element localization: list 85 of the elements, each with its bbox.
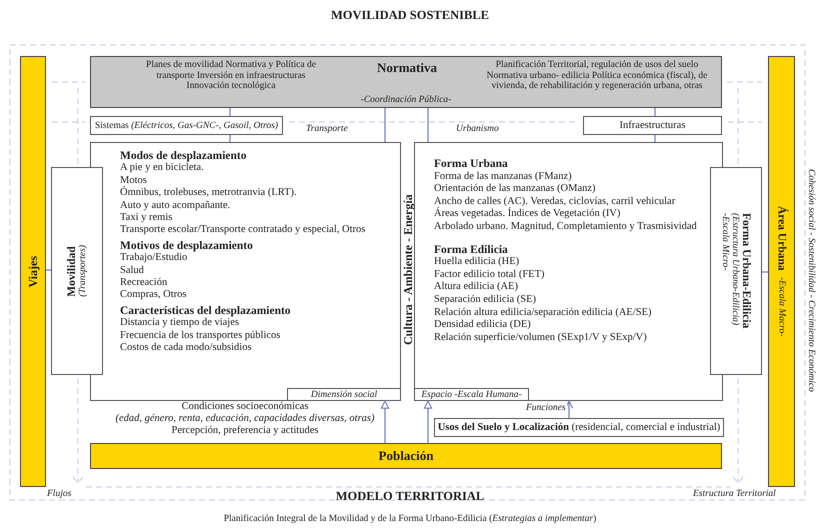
arrow: [564, 400, 574, 418]
text: -Escala Macro-: [776, 277, 786, 337]
bar: [768, 56, 795, 487]
heading: Movilidad: [66, 245, 78, 297]
heading: Viajes: [26, 256, 40, 288]
text: Relación altura edilicia/separación edilicia (AE/SE): [434, 306, 652, 320]
text-label: MODELO TERRITORIAL: [334, 489, 486, 504]
box: [434, 418, 724, 437]
text-label: (edad, género, renta, educación, capacidades diversas, otras): [114, 413, 376, 424]
text-label: Cohesión social - Sostenibilidad - Crecimiento Económico: [806, 168, 816, 394]
text: -Coordinación Pública-: [360, 95, 452, 105]
heading: Características del desplazamiento: [120, 304, 292, 318]
text: Densidad edilicia (DE): [434, 319, 532, 332]
text-label: Condiciones socioeconómicas: [180, 401, 310, 412]
text: Distancia y tiempo de viajes: [120, 317, 240, 330]
heading: Área Urbana: [776, 206, 788, 272]
heading: Población: [378, 448, 434, 464]
tag-box: [414, 388, 529, 401]
text: Áreas vegetadas. Índices de Vegetación (IV): [434, 208, 622, 221]
connector: [384, 108, 386, 142]
panel: [90, 56, 722, 108]
connector: [654, 135, 656, 142]
text: Ancho de calles (AC). Veredas, ciclovías, carril vehicular: [434, 196, 676, 207]
heading: Normativa: [376, 60, 438, 76]
connector: [427, 108, 429, 142]
text: Ómnibus, trolebuses, metrotranvia (LRT).: [120, 187, 298, 200]
panel: [710, 167, 762, 375]
text: (Transportes): [78, 245, 88, 297]
edge-label: Transporte: [305, 124, 349, 134]
connector: [229, 108, 231, 116]
text: Infraestructuras: [620, 120, 686, 131]
text: Costos de cada modo/subsidios: [120, 342, 253, 354]
connector: [762, 271, 768, 273]
connector: [46, 269, 51, 271]
caption: Planificación Integral de la Movilidad y de la Forma Urbano-Edilicia (Estrategias a implementar): [222, 514, 598, 524]
text: Orientación de las manzanas (OManz): [434, 183, 597, 196]
text: Compras, Otros: [120, 289, 188, 302]
text: Sistemas (Eléctricos, Gas-GNC-, Gasoil, Otros): [94, 120, 278, 130]
text-label: Cultura - Ambiente - Energía: [401, 194, 416, 348]
heading: Forma Urbana: [434, 158, 509, 171]
edge-label: Funciones: [525, 403, 567, 413]
text: Taxi y remis: [120, 212, 174, 224]
text-label: Flujos: [47, 489, 72, 499]
text-label: Percepción, preferencia y actitudes: [170, 425, 320, 436]
text: -Escala Micro-: [720, 213, 730, 273]
panel: [90, 142, 401, 401]
connector: [654, 108, 656, 116]
heading: Forma Urbana-Edilicia: [740, 213, 752, 329]
connector: [229, 135, 231, 142]
arrow: [380, 400, 390, 443]
tag-box: [287, 388, 401, 401]
text: Factor edilicio total (FET): [434, 268, 546, 282]
text: Altura edilicia (AE): [434, 281, 519, 294]
text: Dimensión social: [310, 390, 378, 400]
text: Planificación Territorial, regulación de usos del suelo Normativa urbano- edilicia Política económica (fiscal), de vivienda, de rehabilitación y regeneración urbana, otras: [486, 60, 708, 92]
box: [90, 116, 283, 135]
heading: Modos de desplazamiento: [120, 150, 248, 162]
text: Usos del Suelo y Localización (residencial, comercial e industrial): [438, 422, 720, 433]
edge-label: Urbanismo: [455, 124, 500, 134]
bar: [20, 56, 46, 487]
heading: Forma Edilicia: [434, 244, 509, 256]
text: (Estructura Urbano-Edilicia): [730, 213, 740, 328]
text: Espacio -Escala Humana-: [421, 390, 522, 400]
title: MOVILIDAD SOSTENIBLE: [330, 8, 490, 23]
text: Recreación: [120, 277, 168, 290]
heading: Motivos de desplazamiento: [120, 240, 254, 252]
text: Separación edilicia (SE): [434, 294, 538, 307]
text: Arbolado urbano. Magnitud, Completamiento y Trasmisividad: [434, 220, 698, 234]
panel: [414, 142, 723, 401]
text: Motos: [120, 174, 148, 186]
text: A pie y en bicicleta.: [120, 162, 205, 175]
text-label: Estructura Territorial: [693, 489, 776, 499]
text: Huella edilicia (HE): [434, 256, 520, 269]
text: Auto y auto acompañante.: [120, 200, 232, 212]
text: Salud: [120, 264, 145, 278]
text: Planes de movilidad Normativa y Política de transporte Inversión en infraestructuras Innovación tecnológica: [145, 60, 317, 92]
text: Transporte escolar/Transporte contratado y especial, Otros: [120, 224, 366, 237]
bar: [90, 443, 722, 469]
arrow: [424, 400, 432, 443]
panel: [51, 167, 103, 375]
text: Forma de las manzanas (FManz): [434, 170, 573, 184]
text: Trabajo/Estudio: [120, 252, 188, 265]
box: [583, 116, 722, 135]
text: Relación superficie/volumen (SExp1/V y SExp/V): [434, 332, 648, 344]
text: Frecuencia de los transportes públicos: [120, 330, 282, 342]
